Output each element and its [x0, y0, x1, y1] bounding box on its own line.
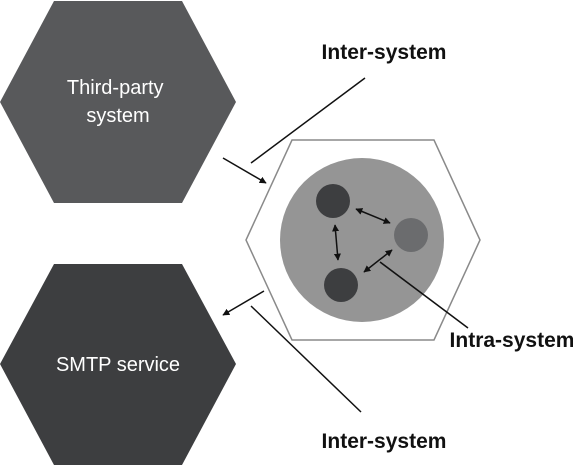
intra-arrow-a-b: [355, 208, 391, 224]
outbound-flow-arrow: [222, 290, 265, 316]
inter-system-bottom-leader: [250, 305, 362, 413]
inbound-flow-arrow: [222, 157, 267, 184]
third-party-system-hexagon: [0, 1, 236, 203]
third-party-label-line1: Third-party: [67, 77, 164, 99]
inter-system-top-leader: [250, 77, 366, 164]
smtp-service-node: SMTP service: [0, 264, 236, 465]
component-node-b: [394, 218, 428, 252]
component-node-c: [324, 268, 358, 302]
smtp-service-hexagon: [0, 264, 236, 465]
third-party-label-line2: system: [86, 105, 149, 127]
inter-system-top-label: Inter-system: [322, 41, 447, 64]
intra-system-label: Intra-system: [450, 329, 573, 352]
intra-arrow-b-c: [363, 249, 393, 273]
component-node-a: [316, 184, 350, 218]
intra-system-leader: [379, 261, 469, 329]
central-system: [245, 139, 481, 341]
smtp-service-label: SMTP service: [56, 354, 180, 376]
third-party-system-node: Third-party system: [0, 1, 236, 203]
intra-arrow-a-c: [332, 224, 341, 261]
inter-system-bottom-label: Inter-system: [322, 430, 447, 453]
svg-text:Third-party system: Third-party system: [67, 77, 169, 127]
